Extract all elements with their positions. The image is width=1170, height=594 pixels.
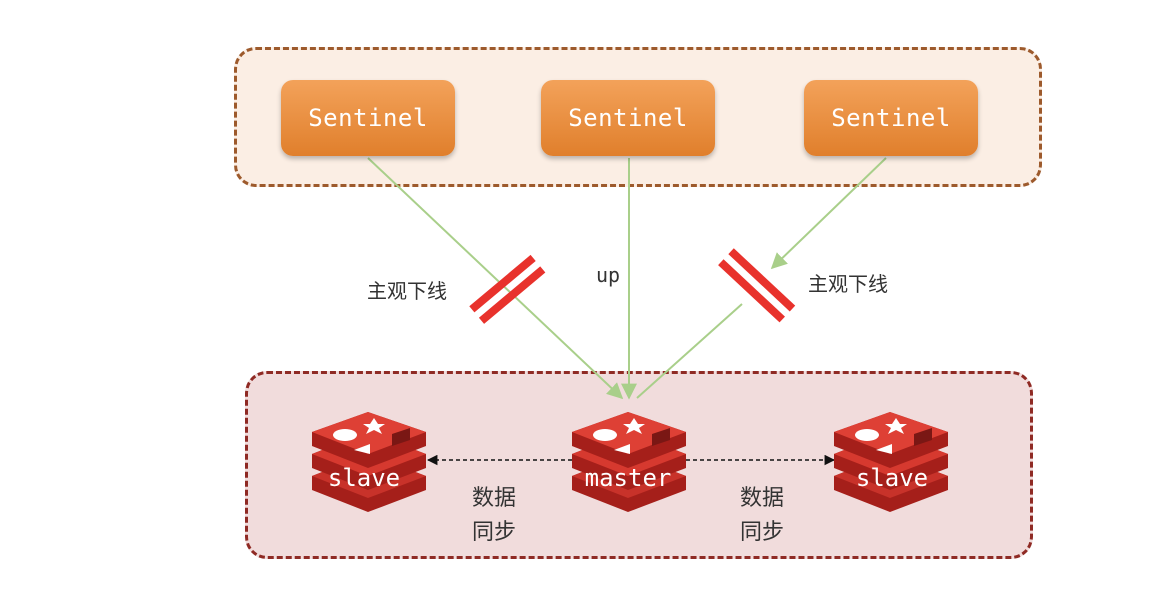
node-label: slave [856, 464, 928, 492]
sync-line-1: 数据 [472, 486, 517, 511]
up-label: up [596, 263, 621, 287]
sentinel-node-center: Sentinel [541, 80, 715, 156]
cut-mark-right [718, 248, 796, 323]
sentinel-label: Sentinel [831, 104, 951, 132]
data-sync-label-right: 数据 同步 [740, 482, 784, 550]
link-master-to-right-sentinel [636, 303, 743, 399]
sync-line-2: 同步 [740, 520, 785, 545]
sentinel-label: Sentinel [308, 104, 428, 132]
link-left-sentinel-to-master [367, 157, 624, 400]
redis-node-right: slave [834, 412, 948, 512]
redis-logo-icon [834, 412, 948, 512]
node-label: slave [328, 464, 400, 492]
sentinel-node-right: Sentinel [804, 80, 978, 156]
sync-line-2: 同步 [472, 520, 517, 545]
redis-node-master: master [572, 412, 686, 512]
link-right-sentinel-to-cut [770, 157, 887, 270]
subjective-down-label-right: 主观下线 [808, 272, 888, 296]
sentinel-node-left: Sentinel [281, 80, 455, 156]
redis-node-left: slave [312, 412, 426, 512]
cut-mark-left [469, 254, 546, 324]
subjective-down-label-left: 主观下线 [367, 279, 447, 303]
sentinel-label: Sentinel [568, 104, 688, 132]
data-sync-label-left: 数据 同步 [472, 482, 516, 550]
redis-logo-icon [572, 412, 686, 512]
node-label: master [585, 464, 672, 492]
redis-logo-icon [312, 412, 426, 512]
sync-line-1: 数据 [740, 486, 785, 511]
